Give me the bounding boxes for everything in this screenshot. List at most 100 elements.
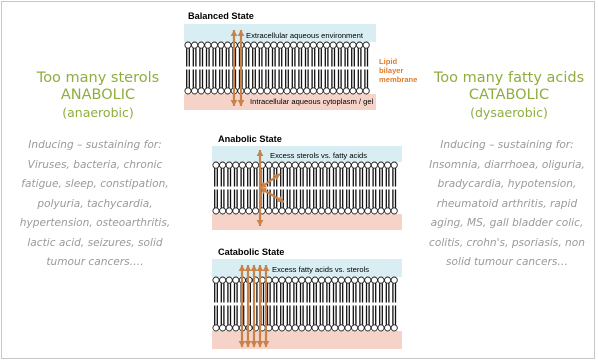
fatty-acid-flux-arrow	[262, 265, 270, 347]
left-line: hypertension, osteoarthritis,	[19, 217, 171, 229]
phospholipid-head	[344, 324, 352, 332]
phospholipid-head	[342, 41, 350, 49]
fatty-acid-flux-arrow	[244, 265, 252, 347]
phospholipid-head	[324, 276, 332, 284]
lipid-label-line: bilayer	[379, 66, 404, 75]
phospholipid-head	[296, 87, 304, 95]
phospholipid-head	[304, 276, 312, 284]
phospholipid-head	[285, 324, 293, 332]
phospholipid-head	[370, 276, 378, 284]
left-line: Viruses, bacteria, chronic	[27, 158, 163, 171]
right-line: aging, MS, gall bladder colic,	[430, 217, 584, 229]
right-heading-mode: (dysaerobic)	[470, 105, 548, 120]
fatty-acid-flux-arrow	[250, 265, 258, 347]
phospholipid-head	[217, 87, 225, 95]
phospholipid-head	[225, 161, 233, 169]
phospholipid-head	[304, 207, 312, 215]
phospholipid-head	[250, 41, 258, 49]
phospholipid-head	[191, 87, 199, 95]
left-line: polyuria, tachycardia,	[37, 197, 153, 210]
phospholipid-head	[291, 324, 299, 332]
phospholipid-head	[351, 276, 359, 284]
phospholipid-head	[270, 41, 278, 49]
right-line: Inducing – sustaining for:	[440, 139, 574, 151]
right-line: rheumatoid arthritis, rapid	[436, 197, 578, 210]
phospholipid-head	[309, 41, 317, 49]
extracellular-band	[184, 24, 376, 44]
phospholipid-head	[370, 324, 378, 332]
phospholipid-head	[351, 324, 359, 332]
phospholipid-head	[212, 207, 220, 215]
phospholipid-head	[245, 207, 253, 215]
phospholipid-head	[336, 87, 344, 95]
right-heading: Too many fatty acids CATABOLIC (dysaerob…	[424, 70, 594, 121]
phospholipid-head	[337, 161, 345, 169]
phospholipid-head	[362, 41, 370, 49]
left-heading-mode: (anaerobic)	[62, 105, 134, 120]
phospholipid-head	[349, 87, 357, 95]
phospholipid-head	[349, 41, 357, 49]
phospholipid-head	[232, 161, 240, 169]
right-conditions-list: Inducing – sustaining for: Insomnia, dia…	[416, 136, 598, 273]
phospholipid-head	[257, 87, 265, 95]
phospholipid-head	[344, 207, 352, 215]
left-heading: Too many sterols ANABOLIC (anaerobic)	[18, 70, 178, 121]
phospholipid-head	[342, 87, 350, 95]
phospholipid-head	[278, 276, 286, 284]
left-line: Inducing – sustaining for:	[28, 139, 162, 151]
phospholipid-head	[324, 324, 332, 332]
phospholipid-head	[184, 41, 192, 49]
anabolic-membrane-graphic	[212, 146, 402, 230]
phospholipid-head	[291, 207, 299, 215]
left-conditions-list: Inducing – sustaining for: Viruses, bact…	[6, 136, 184, 273]
phospholipid-head	[265, 161, 273, 169]
phospholipid-head	[238, 207, 246, 215]
phospholipid-head	[331, 324, 339, 332]
phospholipid-head	[364, 324, 372, 332]
phospholipid-head	[276, 41, 284, 49]
phospholipid-head	[212, 324, 220, 332]
right-line: Insomnia, diarrhoea, oliguria,	[429, 158, 585, 171]
phospholipid-head	[270, 87, 278, 95]
phospholipid-head	[265, 207, 273, 215]
phospholipid-head	[324, 161, 332, 169]
phospholipid-head	[329, 41, 337, 49]
right-line: bradycardia, hypotension,	[437, 178, 577, 190]
phospholipid-head	[331, 207, 339, 215]
phospholipid-head	[311, 324, 319, 332]
phospholipid-head	[224, 41, 232, 49]
phospholipid-head	[283, 87, 291, 95]
phospholipid-head	[377, 324, 385, 332]
phospholipid-head	[219, 161, 227, 169]
phospholipid-head	[318, 276, 326, 284]
phospholipid-head	[298, 207, 306, 215]
balanced-state-title: Balanced State	[188, 11, 254, 21]
phospholipid-head	[337, 324, 345, 332]
phospholipid-head	[370, 161, 378, 169]
anabolic-membrane-diagram: Excess sterols vs. fatty acids	[212, 146, 402, 230]
phospholipid-head	[212, 276, 220, 284]
phospholipid-head	[290, 87, 298, 95]
right-line: colitis, crohn's, psoriasis, non	[429, 236, 585, 249]
phospholipid-head	[390, 324, 398, 332]
phospholipid-head	[357, 324, 365, 332]
phospholipid-head	[344, 161, 352, 169]
phospholipid-head	[331, 276, 339, 284]
phospholipid-head	[304, 324, 312, 332]
catabolic-membrane-graphic	[212, 259, 402, 349]
phospholipid-head	[390, 161, 398, 169]
lipid-label-line: Lipid	[379, 57, 398, 66]
phospholipid-head	[285, 276, 293, 284]
balanced-bottom-label: Intracellular aqueous cytoplasm / gel	[250, 97, 374, 106]
phospholipid-head	[316, 41, 324, 49]
lipid-bilayer-label: Lipid bilayer membrane	[379, 57, 417, 84]
fatty-acid-flux-arrow	[238, 265, 246, 347]
left-heading-title: Too many sterols	[36, 70, 160, 86]
phospholipid-head	[243, 41, 251, 49]
phospholipid-head	[309, 87, 317, 95]
phospholipid-head	[263, 87, 271, 95]
phospholipid-head	[219, 207, 227, 215]
balanced-top-label: Extracellular aqueous environment	[246, 31, 363, 40]
phospholipid-head	[224, 87, 232, 95]
phospholipid-head	[278, 324, 286, 332]
